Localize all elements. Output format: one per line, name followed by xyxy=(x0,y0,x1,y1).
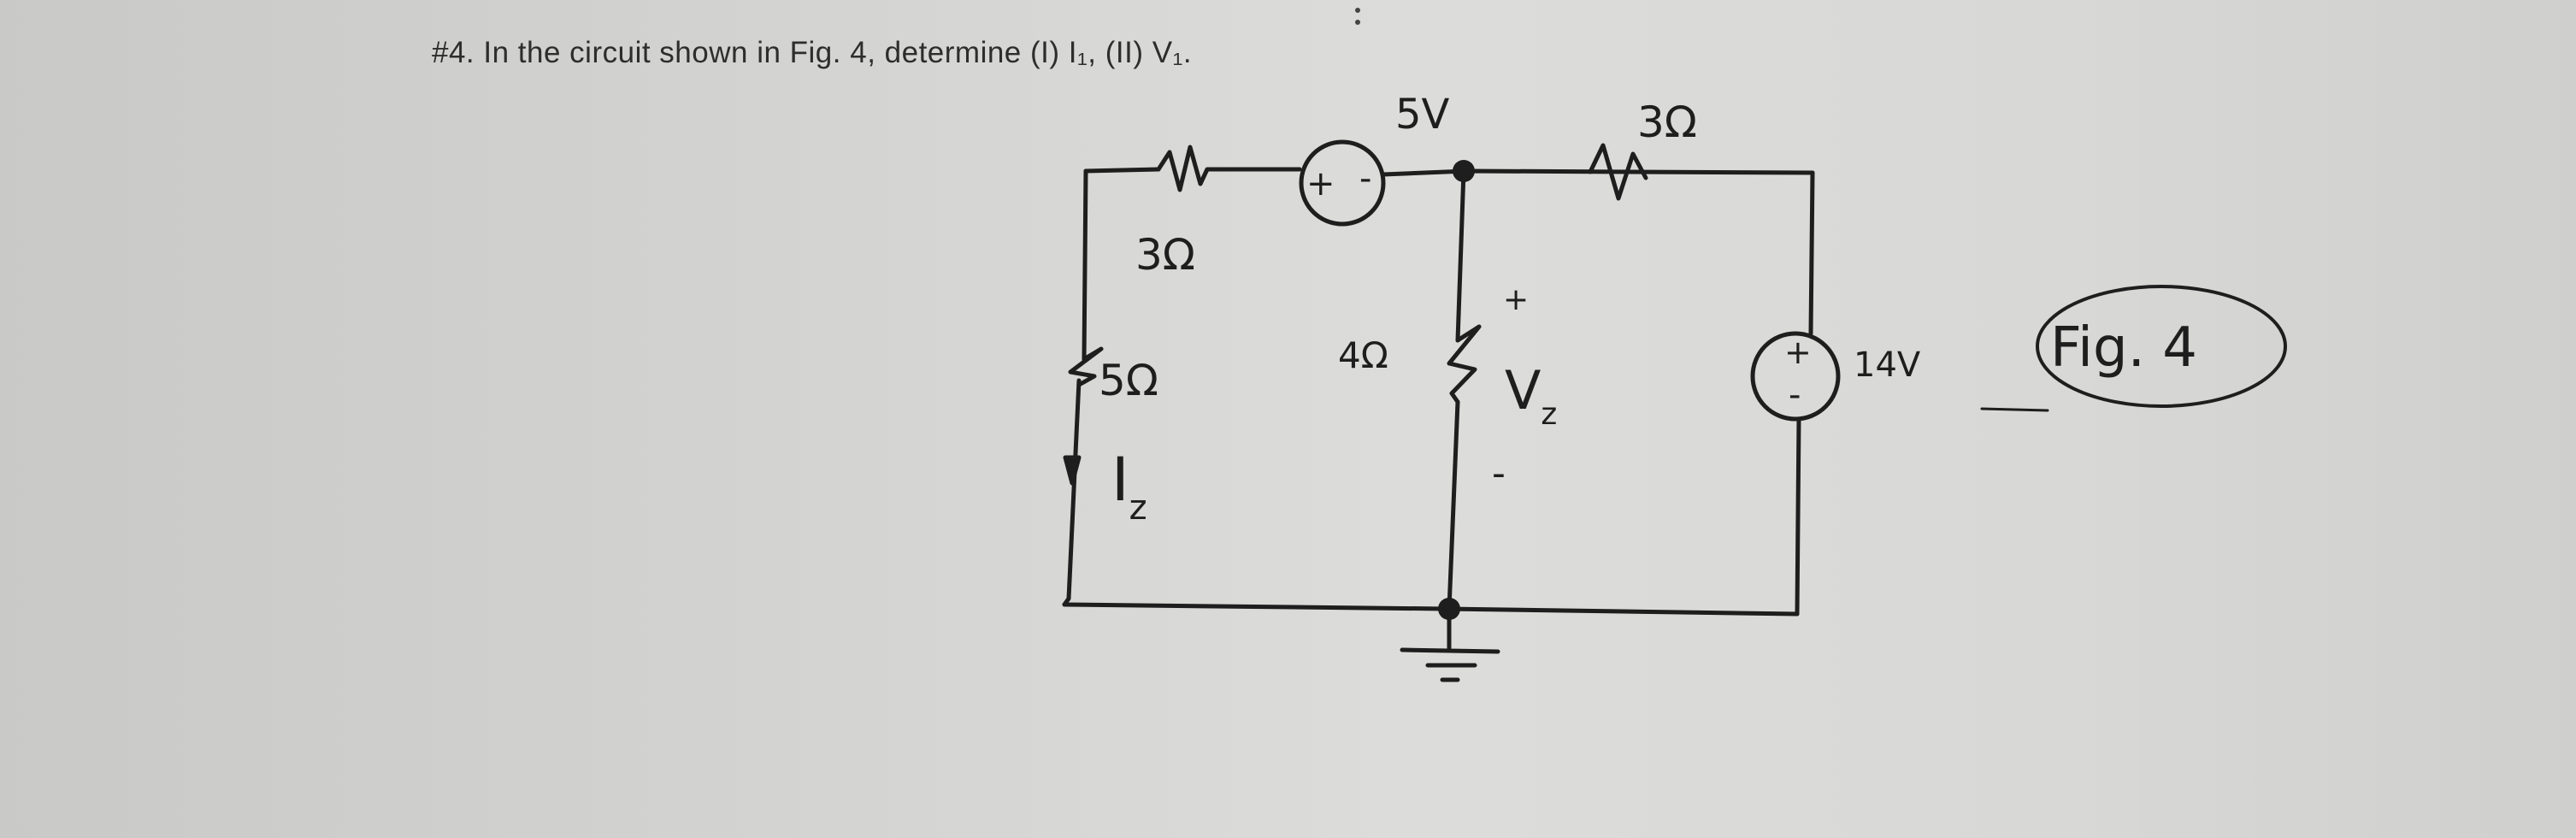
wire-top-left xyxy=(1083,167,1161,174)
label-4ohm: 4Ω xyxy=(1338,334,1388,376)
source-top-plus: + xyxy=(1306,164,1335,204)
resistor-left-symbol xyxy=(1068,346,1104,387)
wire-right-upper xyxy=(1808,170,1815,336)
label-vz: Vz xyxy=(1505,359,1557,432)
label-3ohm-top-right: 3Ω xyxy=(1637,97,1697,147)
wire-bottom xyxy=(1062,602,1800,617)
vz-minus: - xyxy=(1492,451,1506,495)
stray-mark-1 xyxy=(1355,8,1360,13)
source-right-minus: - xyxy=(1789,375,1801,415)
wire-top-mid xyxy=(1381,168,1815,177)
wire-middle-upper xyxy=(1455,168,1466,343)
vz-plus: + xyxy=(1503,282,1529,317)
figure-label-ellipse xyxy=(2036,285,2287,408)
source-right-plus: + xyxy=(1784,333,1812,371)
figure-label: Fig. 4 xyxy=(2050,316,2197,380)
problem-statement: #4. In the circuit shown in Fig. 4, dete… xyxy=(432,36,1193,69)
wire-middle-lower xyxy=(1447,399,1460,611)
label-14v: 14V xyxy=(1854,345,1921,385)
voltage-source-5v xyxy=(1299,139,1386,227)
ground-symbol xyxy=(1400,606,1500,682)
label-5v: 5V xyxy=(1395,91,1450,139)
resistor-top-left-symbol xyxy=(1156,145,1302,192)
wire-left xyxy=(1062,168,1088,607)
resistor-middle-symbol xyxy=(1447,324,1482,404)
junction-top xyxy=(1453,160,1475,182)
voltage-source-14v xyxy=(1750,331,1841,422)
label-3ohm-top-left: 3Ω xyxy=(1135,230,1195,280)
label-iz: Iz xyxy=(1111,445,1147,528)
source-top-minus: - xyxy=(1359,159,1371,198)
current-arrow-icon xyxy=(1063,455,1082,486)
stray-mark-2 xyxy=(1355,20,1360,25)
resistor-top-right-symbol xyxy=(1588,143,1648,201)
junction-bottom xyxy=(1438,598,1460,620)
figure-underline xyxy=(1980,407,2049,412)
wire-right-lower xyxy=(1795,416,1801,617)
label-5ohm: 5Ω xyxy=(1099,356,1158,405)
